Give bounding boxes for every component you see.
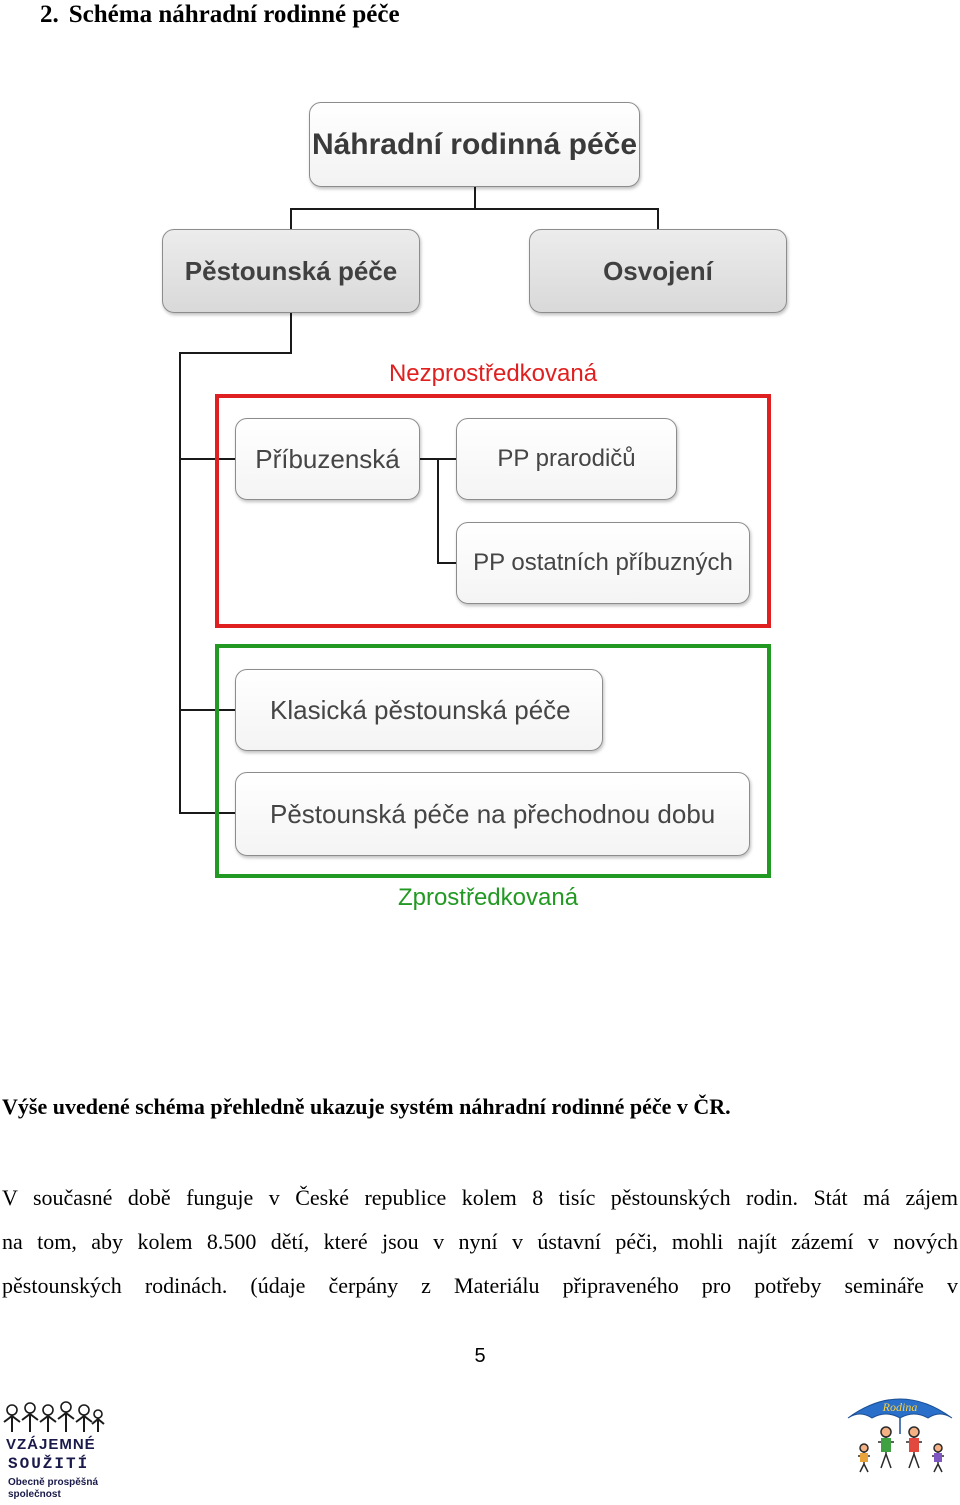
- page-number: 5: [474, 1345, 486, 1367]
- body-line: pěstounských rodinách. (údaje čerpány z …: [2, 1273, 958, 1298]
- connector-to-relatives: [179, 458, 236, 460]
- rodina-logo: Rodina: [844, 1388, 956, 1473]
- body-line: na tom, aby kolem 8.500 dětí, které jsou…: [2, 1229, 958, 1254]
- mediated-group-label: Zprostředkovaná: [397, 884, 579, 911]
- connector-right-branch: [657, 208, 659, 230]
- other-relatives-node: PP ostatních příbuzných: [456, 522, 750, 604]
- classic-foster-node: Klasická pěstounská péče: [235, 669, 603, 751]
- unmediated-group-frame: [215, 394, 771, 628]
- people-icon: [3, 1401, 105, 1432]
- grandparents-node: PP prarodičů: [456, 418, 677, 500]
- body-paragraph: V současné době funguje v České republic…: [2, 1176, 958, 1308]
- temporary-foster-node: Pěstounská péče na přechodnou dobu: [235, 772, 750, 856]
- relatives-node: Příbuzenská: [235, 418, 420, 500]
- connector-to-other-relatives: [437, 562, 457, 564]
- logo-left-line2: SOUŽITÍ: [8, 1455, 90, 1473]
- section-title: Schéma náhradní rodinné péče: [68, 1, 400, 28]
- connector-trunk: [179, 352, 181, 814]
- umbrella-family-icon: Rodina: [847, 1398, 953, 1473]
- logo-right-text: Rodina: [882, 1400, 918, 1414]
- logo-left-line3: Obecně prospěšná společnost: [8, 1477, 99, 1500]
- connector-relatives-trunk: [437, 458, 439, 564]
- connector-left-branch: [290, 208, 292, 230]
- root-node: Náhradní rodinná péče: [309, 102, 640, 187]
- vzajemne-souziti-logo: VZÁJEMNÉ SOUŽITÍ Obecně prospěšná společ…: [0, 1400, 110, 1505]
- section-heading: 2. Schéma náhradní rodinné péče: [40, 0, 400, 30]
- section-number: 2.: [40, 1, 59, 28]
- connector-to-classic: [179, 709, 236, 711]
- connector-root-down: [474, 186, 476, 209]
- connector-foster-horizontal: [179, 352, 292, 354]
- unmediated-group-label: Nezprostředkovaná: [388, 360, 598, 387]
- logo-left-line1: VZÁJEMNÉ: [6, 1436, 96, 1453]
- connector-horizontal-top: [290, 208, 659, 210]
- body-line: V současné době funguje v České republic…: [2, 1185, 958, 1210]
- mediated-group-frame: [215, 644, 771, 878]
- foster-care-node: Pěstounská péče: [162, 229, 420, 313]
- connector-foster-down: [290, 312, 292, 354]
- connector-to-temporary: [179, 812, 236, 814]
- adoption-node: Osvojení: [529, 229, 787, 313]
- summary-paragraph: Výše uvedené schéma přehledně ukazuje sy…: [2, 1094, 731, 1119]
